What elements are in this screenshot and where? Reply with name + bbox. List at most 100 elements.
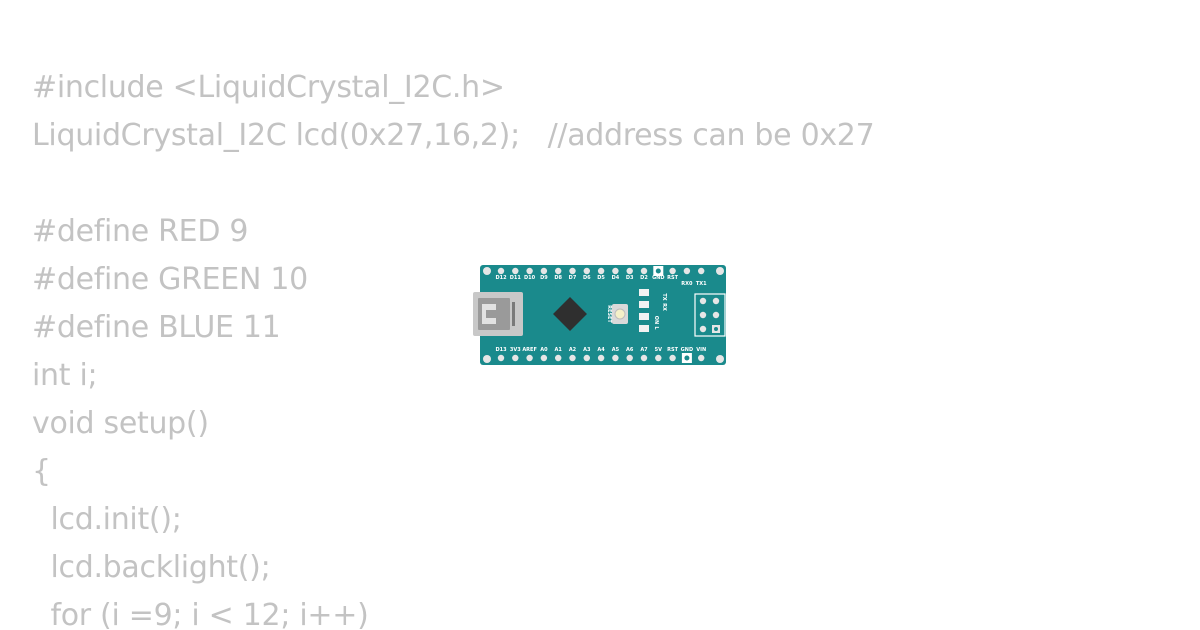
code-line-12: for (i =9; i < 12; i++) [32,598,369,630]
pin-5v[interactable] [655,354,662,362]
led-label: L [653,326,659,330]
pin-tx1[interactable] [698,267,705,275]
icsp-pin [712,297,720,305]
pin-d9[interactable] [540,267,548,275]
pin-a0[interactable] [540,354,548,362]
bottom-pin-label: A1 [555,347,563,353]
usb-port-contacts [482,304,496,324]
pin-d12[interactable] [497,267,505,275]
top-pin-label: TX1 [696,281,707,287]
top-pin-label: D12 [495,275,507,281]
mount-hole [716,355,724,363]
top-pin-label: D5 [597,275,605,281]
pin-rst[interactable] [669,354,676,362]
reset-label: RESET [606,305,612,323]
pcb [480,265,726,365]
bottom-pin-label: A2 [569,347,577,353]
bottom-pin-label: A0 [540,347,548,353]
pin-d7[interactable] [569,267,576,275]
mount-hole [483,267,491,275]
icsp-pin [699,325,707,333]
code-line-1: #include <LiquidCrystal_I2C.h> [32,70,505,105]
bottom-pin-label: 5V [655,347,662,353]
top-pin-label: GND [652,275,664,281]
icsp-header [694,293,726,337]
pin-3v3[interactable] [512,354,519,362]
top-pin-label: D11 [510,275,522,281]
pin-d6[interactable] [583,267,590,275]
top-pin-label: D8 [554,275,562,281]
code-line-6: #define BLUE 11 [32,310,281,345]
code-editor: #include <LiquidCrystal_I2C.h> LiquidCry… [32,64,875,630]
top-pin-label: D6 [583,275,591,281]
pin-a7[interactable] [640,354,648,362]
top-pin-label: D3 [626,275,634,281]
status-led [639,325,649,332]
bottom-pin-label: RST [667,347,678,353]
code-line-9: { [32,454,51,489]
icsp-pin [699,297,707,305]
pin-d10[interactable] [526,267,533,275]
top-pin-label: D9 [540,275,548,281]
top-pin-label: D2 [640,275,648,281]
pin-a4[interactable] [597,354,605,362]
code-line-7: int i; [32,358,98,393]
bottom-pin-label: GND [681,347,693,353]
status-led [639,313,649,320]
status-led [639,289,649,296]
mount-holes [483,267,724,363]
pin-vin[interactable] [698,354,705,362]
bottom-pin-label: AREF [522,347,537,353]
code-line-4: #define RED 9 [32,214,249,249]
bottom-pin-label: VIN [696,347,706,353]
pin-a2[interactable] [569,354,576,362]
led-label: RX [661,303,667,311]
pin-rst[interactable] [669,267,676,275]
status-led [639,301,649,308]
code-line-10: lcd.init(); [32,502,182,537]
reset-button-cap[interactable] [614,308,626,320]
bottom-pin-label: 3V3 [510,347,521,353]
pin-d3[interactable] [626,267,633,275]
icsp-pin [712,311,720,319]
top-pin-label: D10 [524,275,536,281]
pin-d11[interactable] [512,267,519,275]
status-leds [639,289,649,332]
pin-a6[interactable] [626,354,633,362]
pin-d4[interactable] [612,267,619,275]
code-line-11: lcd.backlight(); [32,550,271,585]
top-pin-label: RX0 [681,281,693,287]
pin-d5[interactable] [597,267,605,275]
bottom-pin-label: A6 [626,347,634,353]
pin-a5[interactable] [612,354,619,362]
pin-d2[interactable] [640,267,648,275]
pin-a3[interactable] [583,354,590,362]
usb-port-tab [512,302,515,326]
mount-hole [716,267,724,275]
bottom-pin-label: A5 [612,347,620,353]
pin-hole [684,355,690,361]
top-pin-label: RST [667,275,678,281]
bottom-pin-label: A4 [597,347,605,353]
pin-aref[interactable] [526,354,533,362]
code-line-5: #define GREEN 10 [32,262,308,297]
reset-button[interactable]: RESET [606,304,628,324]
pin-d13[interactable] [497,354,505,362]
pin-rx0[interactable] [683,267,691,275]
code-line-3 [32,160,874,208]
pin-hole [655,268,661,274]
bottom-pin-label: A3 [583,347,591,353]
bottom-pin-label: A7 [640,347,648,353]
icsp-pin [699,311,707,319]
bottom-pin-header [497,353,705,363]
top-pin-label: D7 [569,275,577,281]
pin-hole [714,327,718,331]
pin-a1[interactable] [555,354,562,362]
pin-d8[interactable] [555,267,562,275]
code-line-8: void setup() [32,406,209,441]
mount-hole [483,355,491,363]
top-pin-header [497,266,705,276]
